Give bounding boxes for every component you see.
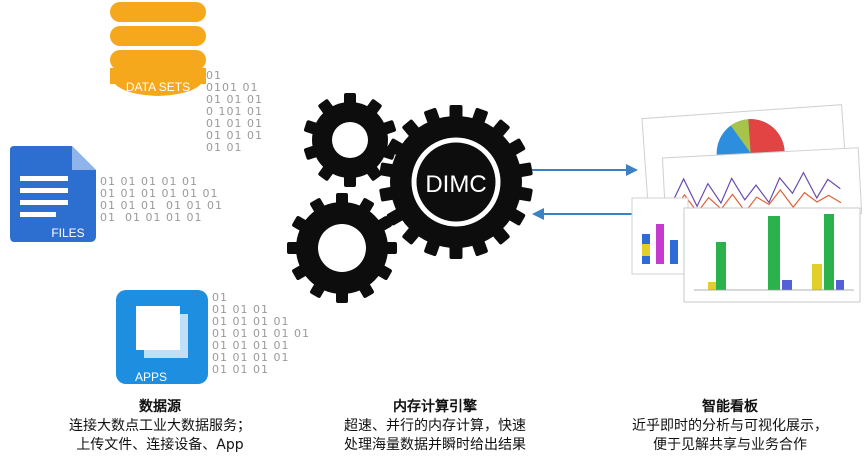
dashboard-caption: 智能看板 近乎即时的分析与可视化展示， 便于见解共享与业务合作 <box>605 398 855 455</box>
binary-stream-mid: 01 01 01 01 01 01 01 01 01 01 01 01 01 0… <box>100 175 223 224</box>
gear-tooth <box>449 245 463 259</box>
gear-tooth <box>402 119 420 138</box>
gear-tooth <box>318 165 334 181</box>
gear-tooth <box>508 138 526 156</box>
gear-tooth <box>292 216 308 231</box>
gear-tooth <box>366 99 382 115</box>
binary-stream-top: 01 0101 01 01 01 01 0 101 01 01 01 01 01… <box>206 69 263 154</box>
gear-tooth <box>424 239 440 257</box>
engine-caption: 内存计算引擎 超速、并行的内存计算，快速 处理海量数据并瞬时给出结果 <box>300 398 570 455</box>
data-sets-label: DATA SETS <box>125 80 191 94</box>
gear-tooth <box>381 120 397 135</box>
files-label: FILES <box>51 226 85 240</box>
gear-tooth <box>318 99 334 115</box>
binary-stream-bottom: 01 01 01 01 01 01 01 01 01 01 01 01 01 0… <box>212 291 310 376</box>
small-gear-top <box>312 102 388 178</box>
data-sets-icon <box>106 2 210 98</box>
gear-tooth <box>359 282 374 298</box>
gear-tooth <box>508 208 526 226</box>
gear-tooth <box>376 216 392 231</box>
gear-tooth <box>424 107 440 125</box>
gear-tooth <box>336 193 348 205</box>
gear-tooth <box>344 93 356 105</box>
source-caption-line2: 上传文件、连接设备、App <box>76 437 244 453</box>
dashboard-charts <box>631 104 862 303</box>
gear-tooth <box>517 186 533 202</box>
gear-tooth <box>287 242 299 254</box>
flow-arrows <box>532 164 638 220</box>
gear-tooth <box>366 165 382 181</box>
small-gear-bottom <box>296 202 388 294</box>
gear-tooth <box>376 265 392 280</box>
gear-tooth <box>402 226 420 245</box>
gear-tooth <box>472 239 488 257</box>
source-caption: 数据源 连接大数点工业大数据服务； 上传文件、连接设备、App <box>30 398 290 455</box>
gear-tooth <box>292 265 308 280</box>
gear-tooth <box>344 175 356 187</box>
gears-diagram: DIMC <box>287 93 533 303</box>
gear-tooth <box>303 145 319 160</box>
source-caption-line1: 连接大数点工业大数据服务； <box>69 418 251 434</box>
gear-tooth <box>385 242 397 254</box>
gear-tooth <box>386 208 404 226</box>
gear-tooth <box>303 120 319 135</box>
gear-tooth <box>359 198 374 214</box>
apps-icon <box>116 290 208 384</box>
engine-caption-title: 内存计算引擎 <box>393 399 477 415</box>
gear-tooth <box>310 282 325 298</box>
gear-tooth <box>310 198 325 214</box>
gear-tooth <box>336 291 348 303</box>
dashboard-caption-title: 智能看板 <box>702 399 758 415</box>
dashboard-caption-line2: 便于见解共享与业务合作 <box>653 437 807 453</box>
gear-tooth <box>386 138 404 156</box>
bar-chart-panel <box>683 207 861 303</box>
engine-caption-line2: 处理海量数据并瞬时给出结果 <box>344 437 526 453</box>
gear-tooth <box>492 119 510 138</box>
stacked-bar-panel <box>631 197 689 275</box>
apps-label: APPS <box>134 370 167 384</box>
gear-tooth <box>472 107 488 125</box>
dimc-gear <box>390 116 522 248</box>
gear-tooth <box>379 186 395 202</box>
engine-caption-line1: 超速、并行的内存计算，快速 <box>344 418 526 434</box>
dimc-gear-label: DIMC <box>425 171 486 198</box>
dashboard-caption-line1: 近乎即时的分析与可视化展示， <box>632 418 828 434</box>
source-caption-title: 数据源 <box>139 399 181 415</box>
gear-tooth <box>379 162 395 178</box>
gear-tooth <box>449 105 463 119</box>
files-icon <box>4 146 96 242</box>
gear-tooth <box>517 162 533 178</box>
gear-tooth <box>492 226 510 245</box>
